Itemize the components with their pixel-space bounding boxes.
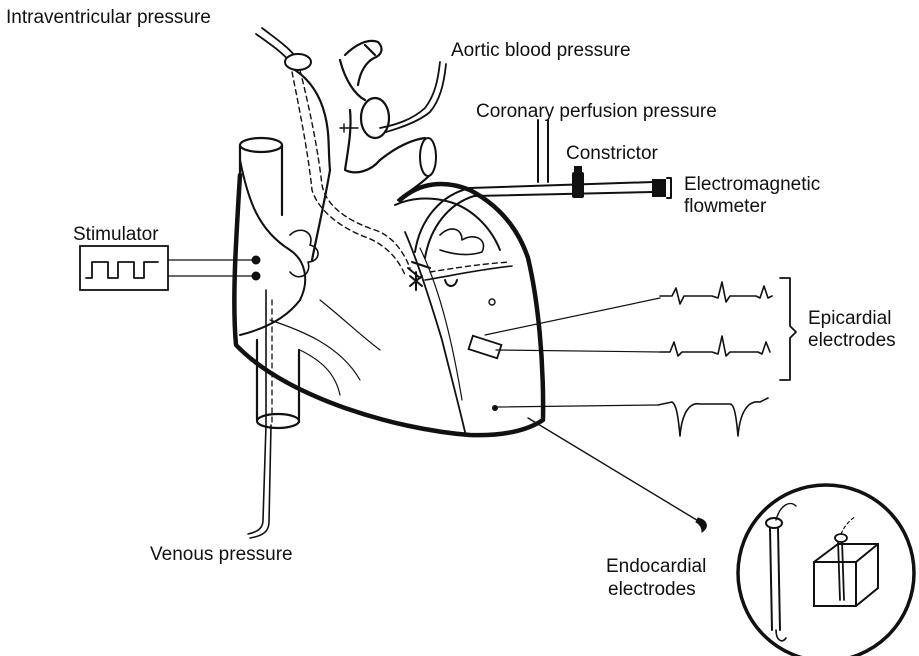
flowmeter-probe — [652, 179, 666, 197]
intraventricular-catheter-outer — [256, 34, 290, 62]
endocardial-electrode-point — [492, 405, 498, 411]
coronary-vessel — [425, 266, 512, 280]
label-coronary-perfusion-pressure: Coronary perfusion pressure — [476, 101, 717, 122]
endocardial-probe-tip — [696, 518, 706, 532]
aorta-branch — [345, 41, 381, 85]
surface-vessel-1 — [270, 320, 360, 380]
surface-vessel-3 — [320, 300, 380, 350]
venous-catheter-tip — [250, 425, 271, 538]
right-atrium-outline — [240, 160, 305, 335]
heart-outline — [234, 175, 543, 435]
ecg-trace-2 — [660, 336, 770, 356]
ecg-trace-1 — [660, 282, 772, 304]
pulmonary-opening — [420, 138, 436, 176]
intraventricular-dashed-2 — [292, 72, 405, 275]
label-constrictor: Constrictor — [566, 143, 659, 164]
aortic-pressure-line-2 — [386, 64, 446, 132]
coronary-pressure-branch — [538, 120, 548, 182]
constrictor-clamp — [572, 172, 584, 198]
endocardial-lead — [498, 405, 658, 407]
flowmeter-probe-cap — [667, 178, 671, 198]
label-endocardial: Endocardial — [606, 556, 706, 577]
intraventricular-cannula — [285, 54, 311, 70]
surface-vessel-2 — [300, 350, 340, 395]
epicardial-electrode-pad — [469, 336, 502, 359]
endocardial-probe-line — [528, 418, 700, 522]
epicardial-bracket — [780, 278, 796, 380]
ivc-opening — [257, 414, 299, 428]
label-electromagnetic: Electromagnetic — [684, 174, 820, 195]
aortic-clip — [340, 124, 358, 132]
stimulator-box — [80, 246, 168, 290]
label-stimulator: Stimulator — [73, 224, 159, 245]
aortic-cannula-opening — [361, 98, 389, 138]
tissue-needle-head — [835, 534, 847, 542]
needle-electrode-head — [766, 518, 782, 528]
left-atrial-appendage — [440, 229, 484, 254]
label-venous-pressure: Venous pressure — [150, 544, 293, 565]
label-electrodes-endocardial: electrodes — [608, 579, 696, 600]
inferior-vena-cava — [257, 340, 299, 422]
surface-dot — [489, 299, 495, 305]
left-atrium-outline — [395, 198, 500, 250]
stimulator-electrode-2 — [252, 272, 261, 281]
label-flowmeter: flowmeter — [684, 196, 767, 217]
label-intraventricular-pressure: Intraventricular pressure — [6, 7, 211, 28]
label-epicardial: Epicardial — [808, 308, 891, 329]
svc-opening — [240, 138, 282, 152]
epicardial-lead-1 — [485, 298, 660, 335]
endocardial-trace — [658, 398, 768, 436]
superior-vena-cava — [240, 145, 282, 215]
coronary-star — [410, 272, 422, 290]
label-aortic-blood-pressure: Aortic blood pressure — [451, 40, 631, 61]
epicardial-lead-2 — [496, 350, 660, 352]
constrictor-knob-top — [574, 166, 582, 172]
coronary-tube-inner — [425, 192, 653, 258]
label-electrodes-epicardial: electrodes — [808, 330, 896, 351]
stimulator-electrode-1 — [252, 256, 261, 265]
coronary-hook — [445, 280, 457, 286]
